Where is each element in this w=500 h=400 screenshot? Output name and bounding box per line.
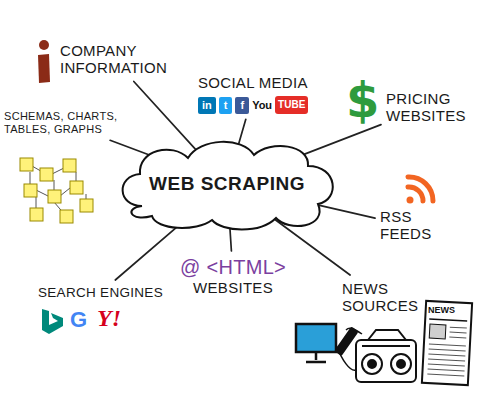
topic-text: @ <HTML> [180,256,286,279]
sticky-note [30,208,43,221]
google-logo: G [70,309,87,331]
topic-node: NEWS SOURCES [342,280,418,315]
rss-arc [408,187,423,201]
cable [346,328,362,334]
radio-body [356,340,416,382]
topic-text: COMPANY INFORMATION [60,42,167,77]
youtube-logo-text: You [252,97,272,114]
monitor-stand [306,352,326,362]
newspaper-lines [427,326,466,376]
bing-logo [42,309,63,334]
rss-icon [407,177,434,204]
branch-line [134,82,196,150]
topic-node: PRICING WEBSITES [386,90,466,125]
youtube-logo-box: TUBE [275,96,308,114]
sticky-note [80,199,93,212]
radio-handle [368,330,406,340]
topic-text: SCHEMAS, CHARTS, TABLES, GRAPHS [4,110,122,135]
radio-speaker [362,354,382,374]
sticky-note [48,190,61,203]
topic-node: SCHEMAS, CHARTS, TABLES, GRAPHS [4,110,122,135]
topic-node: SEARCH ENGINES [38,285,163,301]
radio-speaker-center [397,360,405,368]
newspaper-icon [422,301,472,385]
topic-node: SOCIAL MEDIA intfYouTUBE [198,74,308,114]
branch-line [297,125,381,158]
monitor-screen [296,324,336,352]
cloud-shape [123,142,333,230]
topic-node: COMPANY INFORMATION [60,42,167,77]
radio-dial [362,345,410,347]
sticky-note [40,168,53,181]
central-cloud: WEB SCRAPING [149,173,305,195]
info-dot [39,40,49,50]
topic-text: WEBSITES [180,279,286,296]
cloud-node: WEB SCRAPING [112,136,342,232]
yahoo-logo: Y! [97,306,121,330]
info-icon [38,40,50,83]
newspaper-page [422,301,472,385]
info-bar [38,54,50,83]
logo-row: intfYouTUBE [198,96,308,114]
sticky-note [70,181,83,194]
newspaper-masthead: NEWS [428,306,455,315]
bing-mark [42,309,63,334]
radio-icon [356,330,416,382]
topic-text: SEARCH ENGINES [38,285,163,301]
rss-dot [407,197,414,204]
sticky-note [24,184,37,197]
sticky-note [63,159,76,172]
topic-text: NEWS SOURCES [342,280,418,315]
topic-text: RSS FEEDS [380,208,432,243]
dollar-icon: $ [346,76,379,124]
sticky-note [60,210,73,223]
rss-arc [408,177,433,201]
newspaper-photo [429,324,446,339]
radio-speaker [391,354,411,374]
linkedin-logo: in [198,97,216,114]
radio-speaker-center [368,360,376,368]
facebook-logo: f [235,97,249,114]
cables [336,328,362,370]
topic-text: SOCIAL MEDIA [198,74,308,91]
twitter-logo: t [219,97,233,114]
newspaper-rule [429,319,467,321]
branch-line [314,204,375,218]
monitor-icon [296,324,336,362]
sticky-notes [20,158,93,223]
cable [336,345,356,370]
topic-node: RSS FEEDS [380,208,432,243]
topic-text: PRICING WEBSITES [386,90,466,125]
sticky-note [20,158,33,171]
topic-node: @ <HTML>WEBSITES [180,256,286,296]
